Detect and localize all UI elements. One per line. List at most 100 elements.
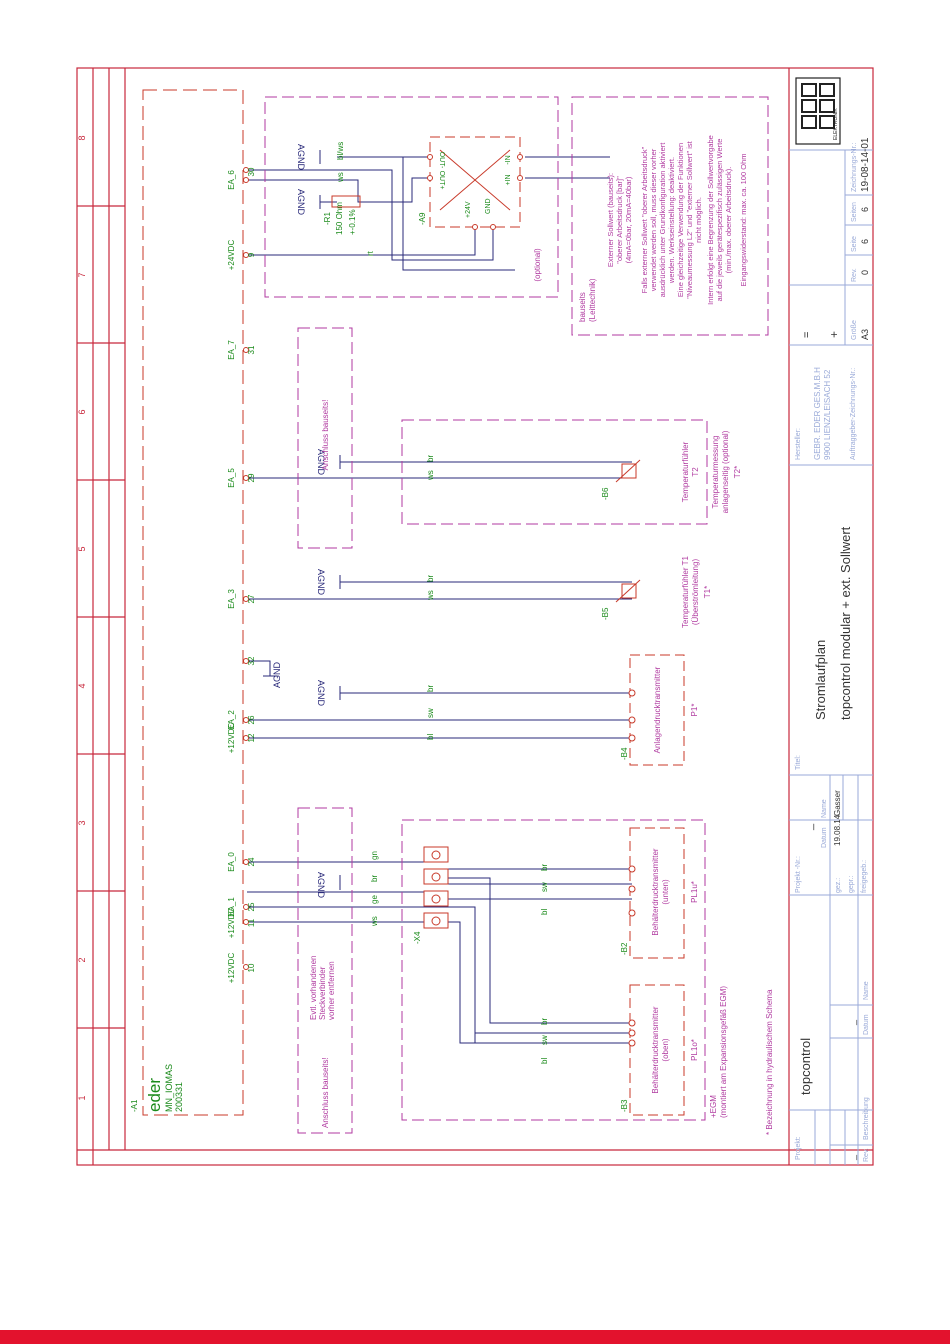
wires bbox=[247, 156, 632, 1044]
terminal-number: 27 bbox=[247, 594, 256, 603]
gez-label: gez.: bbox=[835, 878, 842, 893]
agnd-label: AGND bbox=[316, 680, 326, 707]
terminal-number: 10 bbox=[247, 963, 256, 972]
rev-label: Rev. bbox=[863, 1148, 870, 1162]
wire-label: sw bbox=[426, 708, 435, 718]
wire-label: ws bbox=[336, 172, 345, 183]
b3-title: Behälterdrucktransmitter bbox=[651, 1006, 660, 1093]
terminal-label: EA_2 bbox=[227, 710, 236, 730]
ext-note-line: nicht möglich. bbox=[694, 197, 703, 243]
zeichnungs-label: Zeichnungs-Nr.: bbox=[851, 143, 858, 192]
wire-label: ws bbox=[426, 590, 435, 601]
a1-ref: -A1 bbox=[130, 1099, 139, 1112]
projekt-nr: _ bbox=[803, 823, 815, 831]
grid-number: 1 bbox=[77, 1095, 87, 1100]
a9-ref: -A9 bbox=[418, 212, 427, 225]
terminal: 9 +24VDC bbox=[227, 240, 256, 271]
b3-ref: -B3 bbox=[620, 1099, 629, 1112]
terminal-label: +12VDC bbox=[227, 723, 236, 754]
datum-dash: _ bbox=[847, 1019, 857, 1026]
terminal-number: 29 bbox=[247, 473, 256, 482]
b6-sub: Temperaturmessung bbox=[711, 436, 720, 509]
bauseits-label: bauseits (Leittechnik) bbox=[578, 278, 597, 322]
b5-title: Temperaturfühler T1 bbox=[681, 556, 690, 628]
terminal-label: +24VDC bbox=[227, 240, 236, 271]
terminal: 11 +12VDC bbox=[227, 908, 256, 939]
agnd-labels: AGND AGND AGND AGND AGND AGND AGND bbox=[272, 144, 326, 899]
name-value: Gasser bbox=[833, 790, 842, 816]
terminal-number: 9 bbox=[247, 252, 256, 257]
b4-title: Anlagendrucktransmitter bbox=[653, 666, 662, 753]
datum-col: Datum bbox=[821, 827, 828, 848]
projekt-name: topcontrol bbox=[798, 1038, 813, 1095]
a9-out-neg: OUT- bbox=[438, 152, 445, 169]
wire-label: br bbox=[426, 575, 435, 582]
b2-transmitter: -B2 Behälterdrucktransmitter (unten) PL1… bbox=[620, 827, 699, 959]
bauseits-line: bauseits bbox=[578, 292, 587, 322]
terminal: 12 +12VDC bbox=[227, 723, 256, 754]
bauseits-line: (Leittechnik) bbox=[588, 278, 597, 322]
wire-label: br bbox=[426, 685, 435, 692]
datum-value: 19.08.14 bbox=[833, 814, 842, 846]
t-region-box bbox=[401, 419, 708, 525]
ext-note-line: (4mA=0bar, 20mA=40bar) bbox=[624, 176, 633, 263]
wire-label: sw bbox=[540, 882, 549, 892]
hersteller-label: Hersteller: bbox=[795, 428, 802, 460]
terminal: 24 EA_0 bbox=[227, 852, 256, 872]
wire-label: br bbox=[540, 864, 549, 871]
terminal-number: 32 bbox=[247, 656, 256, 665]
r1-ref: -R1 bbox=[323, 212, 332, 225]
ext-note-box bbox=[571, 96, 769, 336]
logo-text: ELEKTRONIK bbox=[833, 108, 839, 140]
ext-note-line: Eingangswiderstand: max. ca. 100 Ohm bbox=[739, 154, 748, 287]
terminal: 25 EA_1 bbox=[227, 897, 256, 917]
wire-label: gn bbox=[370, 851, 379, 860]
r1-value: 150 Ohm bbox=[335, 202, 344, 235]
rev-dash: _ bbox=[847, 1154, 857, 1161]
a9-converter: -A9 -IN +IN OUT- OUT+ +24V GND (optional… bbox=[418, 136, 542, 282]
grid-number: 6 bbox=[77, 409, 87, 414]
wire-label: bl bbox=[540, 909, 549, 915]
terminal-label: EA_5 bbox=[227, 468, 236, 488]
ext-note: Externer Sollwert (bauseits): "oberer Ar… bbox=[606, 135, 748, 305]
wire-label: bl bbox=[540, 1058, 549, 1064]
anschluss-box-top: Anschluss bauseits! bbox=[297, 327, 353, 549]
plus-sign: + bbox=[827, 331, 841, 338]
b5-sub: (Überströmleitung) bbox=[691, 559, 700, 626]
datum-label: Datum bbox=[863, 1014, 870, 1035]
anschluss-label: Anschluss bauseits! bbox=[321, 1057, 330, 1128]
agnd-label: AGND bbox=[316, 449, 326, 476]
groesse-value: A3 bbox=[860, 329, 870, 340]
terminal: 29 EA_5 bbox=[227, 468, 256, 488]
terminal-number: 30 bbox=[247, 167, 256, 176]
freigegeb-label: freigegeb.: bbox=[861, 860, 868, 893]
ext-note-line: Intern erfolgt eine Begrenzung der Sollw… bbox=[706, 135, 715, 305]
terminal-label: +12VDC bbox=[227, 953, 236, 984]
grid-number: 7 bbox=[77, 272, 87, 277]
x4-label: -X4 bbox=[413, 931, 422, 944]
name-col: Name bbox=[821, 799, 828, 818]
wire-label: br bbox=[426, 455, 435, 462]
wire-label: bl bbox=[426, 734, 435, 740]
wire-label: rt bbox=[366, 250, 375, 256]
wire-label: ws bbox=[426, 470, 435, 481]
hersteller-line1: GEBR. EDER GES.M.B.H bbox=[813, 367, 822, 460]
seite-label: Seite bbox=[851, 236, 858, 252]
b4-transmitter: -B4 Anlagendrucktransmitter P1* bbox=[620, 654, 699, 766]
terminal: 26 EA_2 bbox=[227, 710, 256, 730]
wire-label: br bbox=[370, 875, 379, 882]
a1-terminals: 10 +12VDC 11 +12VDC 25 EA_1 24 EA_0 12 +… bbox=[227, 167, 256, 983]
wire-label: br bbox=[540, 1018, 549, 1025]
b6-sub: anlagenseitig (optional) bbox=[721, 430, 730, 513]
name-label: Name bbox=[863, 981, 870, 1000]
terminal-label: EA_3 bbox=[227, 589, 236, 609]
steckverbinder-line: Steckverbinder bbox=[318, 966, 327, 1020]
wire-label: sw bbox=[540, 1035, 549, 1045]
terminal-number: 12 bbox=[247, 733, 256, 742]
seiten-label: Seiten bbox=[851, 202, 858, 222]
b6-tag2: T2* bbox=[733, 466, 742, 478]
projekt-label: Projekt: bbox=[795, 1136, 802, 1160]
terminal-label: EA_0 bbox=[227, 852, 236, 872]
anschluss-box-bottom: Anschluss bauseits! Evtl. vorhandenen St… bbox=[297, 807, 353, 1134]
egm-note: (montiert am Expansionsgefäß EGM) bbox=[719, 986, 728, 1118]
